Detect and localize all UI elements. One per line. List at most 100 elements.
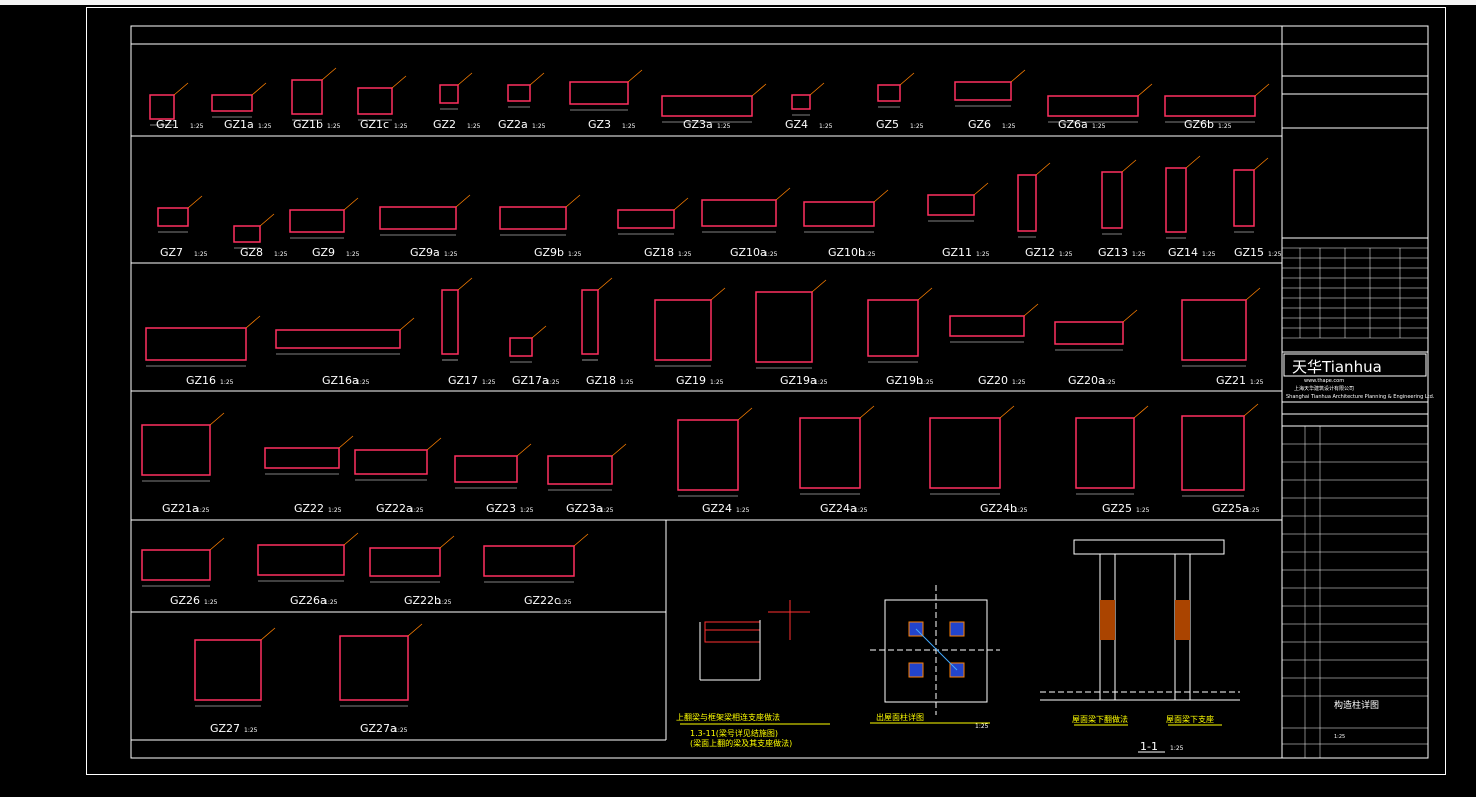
rebar-leader [343, 197, 359, 211]
label-gz2a: GZ2a [498, 118, 528, 131]
label-gz17: GZ17 [448, 374, 478, 387]
scale-gz18: 1:25 [620, 379, 634, 386]
label-gz9: GZ9 [312, 246, 335, 259]
label-gz27a: GZ27a [360, 722, 397, 735]
rebar-leader [1023, 303, 1039, 317]
column-section-gz1 [149, 94, 175, 120]
column-section-gz7 [157, 207, 189, 227]
rebar-leader [529, 72, 545, 86]
rebar-leader [1121, 159, 1137, 173]
rebar-leader [565, 194, 581, 208]
rebar-leader [673, 197, 689, 211]
column-section-gz19b [867, 299, 919, 357]
column-section-gz20a [1054, 321, 1124, 345]
rebar-leader [343, 532, 359, 546]
scale-gz2a: 1:25 [532, 123, 546, 130]
title-block: 天华Tianhua www.thape.com 上海天华建筑设计有限公司 Sha… [1281, 26, 1435, 758]
label-gz23a: GZ23a [566, 502, 603, 515]
scale-gz20a: 1:25 [1102, 379, 1116, 386]
label-gz16a: GZ16a [322, 374, 359, 387]
roof-column-title: 出屋面柱详图 [876, 712, 924, 722]
rebar-leader [1254, 83, 1270, 97]
scale-gz24b: 1:25 [1014, 507, 1028, 514]
rebar-leader [973, 182, 989, 196]
scale-gz11: 1:25 [976, 251, 990, 258]
scale-gz9: 1:25 [346, 251, 360, 258]
scale-gz22b: 1:25 [438, 599, 452, 606]
rebar-leader [573, 533, 589, 547]
scale-gz19b: 1:25 [920, 379, 934, 386]
rebar-leader [1253, 157, 1269, 171]
rebar-leader [457, 72, 473, 86]
column-section-gz6b [1164, 95, 1256, 117]
label-gz15: GZ15 [1234, 246, 1264, 259]
scale-gz22: 1:25 [328, 507, 342, 514]
column-section-gz23 [454, 455, 518, 483]
scale-gz13: 1:25 [1132, 251, 1146, 258]
label-gz6: GZ6 [968, 118, 991, 131]
label-gz24a: GZ24a [820, 502, 857, 515]
column-sections [141, 67, 1270, 707]
rebar-leader [259, 213, 275, 227]
column-section-gz8 [233, 225, 261, 243]
column-section-gz3 [569, 81, 629, 105]
rebar-leader [209, 537, 225, 551]
inner-frame [130, 25, 1429, 759]
label-gz17a: GZ17a [512, 374, 549, 387]
drawing-scale-value: 1:25 [1334, 734, 1345, 740]
beam-detail-note-1: 1.3-11(梁号详见结施图) [690, 728, 778, 738]
scale-gz25: 1:25 [1136, 507, 1150, 514]
label-gz20: GZ20 [978, 374, 1008, 387]
label-gz1c: GZ1c [360, 118, 389, 131]
rebar-leader [1035, 162, 1051, 176]
rebar-leader [1010, 69, 1026, 83]
scale-gz3: 1:25 [622, 123, 636, 130]
scale-gz24: 1:25 [736, 507, 750, 514]
column-section-gz26a [257, 544, 345, 576]
label-gz22b: GZ22b [404, 594, 441, 607]
column-section-gz1a [211, 94, 253, 112]
rebar-leader [1185, 155, 1201, 169]
scale-gz23a: 1:25 [600, 507, 614, 514]
scale-gz8: 1:25 [274, 251, 288, 258]
label-gz22a: GZ22a [376, 502, 413, 515]
label-gz24b: GZ24b [980, 502, 1017, 515]
column-section-gz2a [507, 84, 531, 102]
rebar-leader [516, 443, 532, 457]
label-gz6b: GZ6b [1184, 118, 1214, 131]
rebar-leader [737, 407, 753, 421]
section-scale: 1:25 [1170, 745, 1184, 752]
scale-gz1c: 1:25 [394, 123, 408, 130]
rebar-leader [455, 194, 471, 208]
rebar-leader [627, 69, 643, 83]
scale-gz1: 1:25 [190, 123, 204, 130]
column-section-gz9a [379, 206, 457, 230]
rebar-leader [1245, 287, 1261, 301]
scale-gz14: 1:25 [1202, 251, 1216, 258]
column-section-gz5 [877, 84, 901, 102]
label-gz21a: GZ21a [162, 502, 199, 515]
column-section-gz25 [1075, 417, 1135, 489]
column-section-gz9b [499, 206, 567, 230]
column-section-gz11 [927, 194, 975, 216]
scale-gz10b: 1:25 [862, 251, 876, 258]
column-section-gz26 [141, 549, 211, 581]
scale-gz6a: 1:25 [1092, 123, 1106, 130]
scale-gz16a: 1:25 [356, 379, 370, 386]
scale-gz6b: 1:25 [1218, 123, 1232, 130]
label-gz14: GZ14 [1168, 246, 1198, 259]
scale-gz20: 1:25 [1012, 379, 1026, 386]
roof-column-scale: 1:25 [975, 723, 989, 730]
column-section-gz25a [1181, 415, 1245, 491]
column-section-gz22 [264, 447, 340, 469]
rebar-leader [809, 82, 825, 96]
label-gz2: GZ2 [433, 118, 456, 131]
label-gz21: GZ21 [1216, 374, 1246, 387]
scale-gz27a: 1:25 [394, 727, 408, 734]
rebar-leader [338, 435, 354, 449]
scale-gz17a: 1:25 [546, 379, 560, 386]
rebar-leader [209, 412, 225, 426]
rebar-leader [917, 287, 933, 301]
